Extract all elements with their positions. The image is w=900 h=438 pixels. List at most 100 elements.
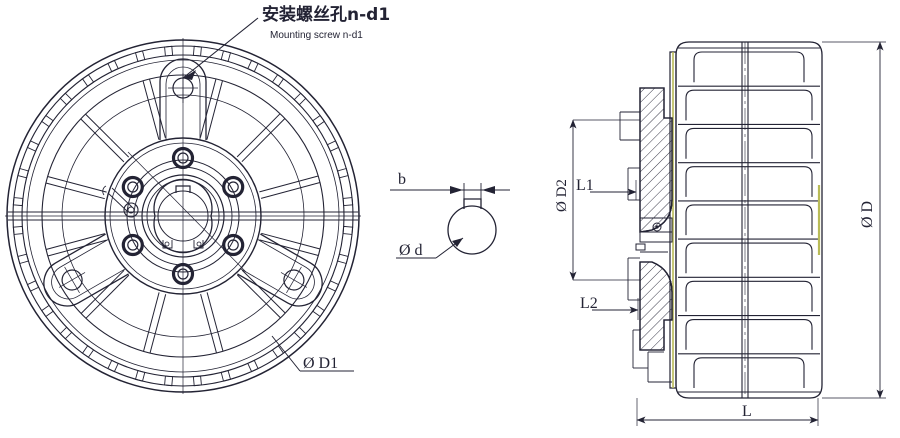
- spoke-edge: [149, 78, 166, 139]
- lug-inner: [51, 238, 126, 300]
- rim-notch: [59, 326, 73, 340]
- rim-notch: [220, 370, 232, 382]
- section-diagonal: [127, 151, 247, 273]
- rim-notch: [192, 375, 202, 387]
- rim-notch: [293, 326, 307, 340]
- front-outer-dia-label: Ø D1: [303, 355, 338, 372]
- rim-notch: [164, 375, 174, 387]
- spoke-edge: [241, 118, 286, 163]
- d-arrowhead: [452, 238, 463, 247]
- rim-notch: [342, 197, 354, 207]
- hub-bolt-hole: [127, 239, 139, 251]
- overall-length-label: L: [742, 403, 752, 420]
- spoke-edge: [47, 239, 107, 257]
- key-width-label: b: [398, 171, 406, 188]
- rim-notch: [247, 359, 259, 373]
- fin-profile: [685, 166, 813, 197]
- centerline-group: [5, 38, 361, 394]
- mounting-screw-callout: [182, 17, 259, 80]
- spoke-edge: [200, 293, 217, 354]
- spoke-edge: [45, 182, 105, 200]
- lug-outline: [43, 233, 129, 307]
- rim-notch: [26, 280, 40, 292]
- hub-bolt-hole: [227, 181, 239, 193]
- fin-profile: [685, 242, 813, 274]
- spoke-edge: [236, 274, 281, 319]
- mounting-lug: [237, 233, 323, 307]
- mounting-lug: [43, 233, 129, 307]
- spoke-edge: [149, 294, 167, 354]
- rim-notch: [59, 92, 73, 106]
- spoke-edge: [85, 113, 130, 158]
- rim-notch: [134, 370, 146, 382]
- spoke-edge: [236, 113, 281, 158]
- spoke-edge: [142, 80, 160, 140]
- spoke-edge: [85, 274, 130, 319]
- rim-notch: [293, 92, 307, 106]
- front-circular-view: [5, 38, 361, 394]
- rim-notch: [192, 45, 202, 57]
- hub-bolt-hole: [127, 181, 139, 193]
- fin-profile: [685, 127, 813, 159]
- rim-notch: [337, 253, 349, 265]
- spoke-edge: [199, 78, 217, 138]
- bore-circle: [447, 205, 497, 255]
- rim-notch: [17, 167, 29, 179]
- d1-leader-diag: [271, 335, 301, 372]
- lug-outline: [237, 233, 323, 307]
- fin-profile: [685, 319, 813, 350]
- dowel-pin-feature: [102, 185, 139, 218]
- bearing-detail: [635, 217, 673, 253]
- rim-notch: [342, 225, 354, 235]
- b-arrow-right: [482, 186, 495, 194]
- rim-notch: [337, 167, 349, 179]
- mounting-screw-label-en: Mounting screw n-d1: [270, 30, 363, 41]
- spoke-group: [45, 78, 321, 354]
- lug-crosshair-v: [280, 272, 308, 288]
- spoke-edge: [259, 239, 319, 256]
- callout-arrowhead: [183, 70, 196, 80]
- b-arrow-left: [450, 186, 463, 194]
- rim-notch-group: [12, 45, 354, 387]
- spoke-edge: [80, 269, 125, 314]
- rim-notch: [41, 304, 54, 318]
- length-2-label: L2: [580, 295, 598, 312]
- spoke-edge: [47, 176, 107, 193]
- rim-notch: [164, 45, 174, 57]
- fin-profile: [685, 204, 813, 236]
- keyway-section-detail: [390, 183, 510, 259]
- rim-notch: [134, 50, 146, 62]
- rim-notch: [17, 253, 29, 265]
- fin-profile: [685, 280, 813, 312]
- rim-notch: [81, 345, 95, 358]
- shaft-step-lines: [619, 111, 672, 383]
- spoke-edge: [143, 292, 160, 352]
- hub-bolt-hole-ring: [222, 233, 245, 257]
- callout-leader-line: [182, 17, 259, 79]
- body-center-rib: [741, 42, 749, 398]
- lug-crosshair-v: [58, 272, 86, 288]
- shaft-bore-dia-label: Ø d: [399, 242, 423, 259]
- hub-bolt-hole-ring: [121, 175, 144, 199]
- body-outline: [675, 41, 823, 399]
- rim-notch: [326, 280, 340, 292]
- rim-notch: [107, 59, 119, 73]
- spoke-edge: [260, 182, 321, 199]
- fin-profile: [693, 51, 805, 83]
- spoke-edge: [259, 175, 319, 193]
- fin-profile: [685, 89, 813, 121]
- mounting-screw-label-cn: 安装螺丝孔n-d1: [262, 4, 390, 25]
- hub-bolt-hole: [227, 239, 239, 251]
- cooling-fin-group: [678, 47, 820, 393]
- rim-notch: [12, 225, 24, 235]
- rim-notch: [81, 74, 95, 87]
- dimension-group: [569, 41, 886, 426]
- rim-notch: [271, 345, 285, 358]
- spoke-edge: [206, 292, 224, 352]
- rim-notch: [312, 114, 325, 128]
- hub-section: [619, 87, 673, 383]
- rim-notch: [107, 359, 119, 373]
- hub-bolt-hole-ring: [121, 233, 144, 257]
